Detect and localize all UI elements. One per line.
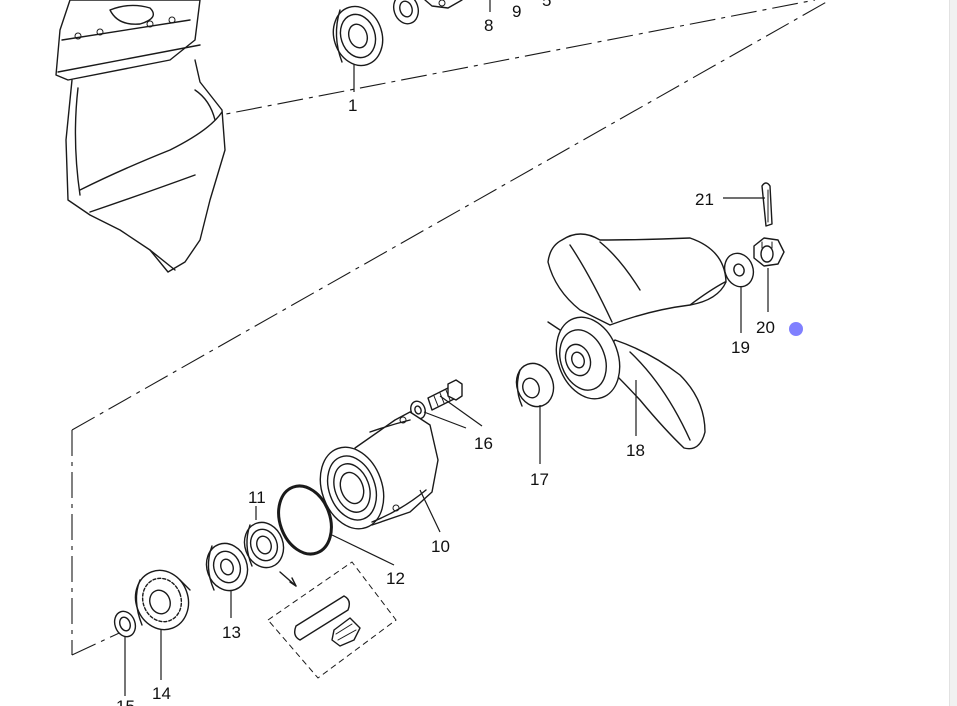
part-washer-top [392, 0, 420, 25]
label-part-14: 14 [152, 684, 171, 703]
label-part-9: 9 [512, 2, 521, 21]
part-17-spacer [515, 362, 555, 408]
label-part-11: 11 [248, 488, 266, 507]
part-14-gear [134, 569, 191, 631]
part-16-bolt [410, 379, 463, 420]
part-8-fragment [424, 0, 463, 9]
part-12-o-ring [277, 484, 333, 556]
gearcase-housing [55, 0, 226, 273]
part-18-propeller [547, 233, 727, 450]
part-21-cotter-pin [761, 182, 773, 227]
leader-lines [124, 0, 769, 696]
label-part-13: 13 [222, 623, 241, 642]
part-20-castle-nut [753, 237, 785, 267]
label-part-1: 1 [348, 96, 357, 115]
part-10-bearing-housing [319, 411, 439, 530]
shaft-axis-upper [194, 0, 816, 121]
part-number-labels: 1 8 9 5 10 11 12 13 14 15 16 17 18 19 20… [116, 0, 775, 706]
label-part-16: 16 [474, 434, 493, 453]
label-part-15: 15 [116, 697, 135, 706]
label-part-19: 19 [731, 338, 750, 357]
label-part-12: 12 [386, 569, 405, 588]
label-part-8: 8 [484, 16, 493, 35]
scrollbar-track[interactable] [949, 0, 957, 706]
shaft-axis-lower [71, 0, 831, 431]
part-13-bearing [205, 542, 249, 592]
part-19-washer [723, 252, 755, 288]
inset-detail-box [267, 561, 397, 679]
label-part-10: 10 [431, 537, 450, 556]
part-11-bearing [243, 521, 285, 569]
part-1-bearing [332, 5, 384, 67]
label-part-5: 5 [542, 0, 551, 10]
part-15-washer [113, 610, 137, 638]
label-part-20: 20 [756, 318, 775, 337]
label-part-17: 17 [530, 470, 549, 489]
label-part-18: 18 [626, 441, 645, 460]
click-marker-dot [789, 322, 803, 336]
label-part-21: 21 [695, 190, 714, 209]
